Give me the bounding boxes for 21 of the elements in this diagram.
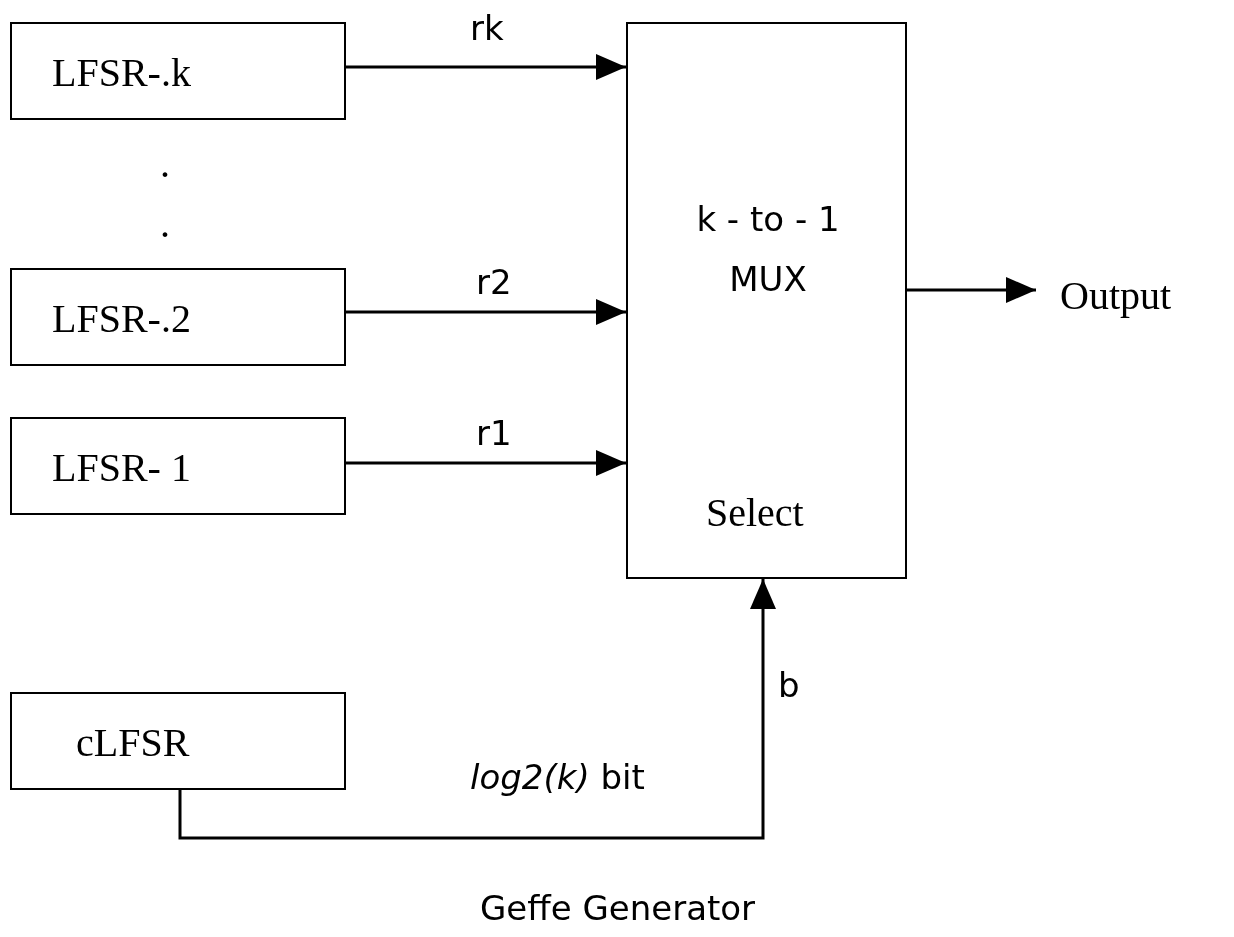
register-box — [10, 417, 346, 515]
register-label: cLFSR — [76, 719, 190, 766]
register-box — [10, 692, 346, 790]
bit-width-label: log2(k) bit — [470, 757, 645, 797]
caption: Geffe Generator — [480, 888, 756, 928]
multiplexer-block — [626, 22, 907, 579]
register-label: LFSR-.k — [52, 49, 191, 96]
arrow — [346, 450, 626, 476]
arrow — [178, 579, 776, 840]
register-box — [10, 22, 346, 120]
register-label: LFSR- 1 — [52, 444, 191, 491]
ellipsis-dot: . — [160, 200, 170, 247]
block-title: k - to - 1 MUX — [695, 198, 841, 301]
register-box — [10, 268, 346, 366]
select-label: Select — [706, 489, 804, 536]
register-label: LFSR-.2 — [52, 295, 191, 342]
arrow — [907, 277, 1036, 303]
arrow — [346, 299, 626, 325]
arrow — [346, 54, 626, 80]
output-label: Output — [1060, 272, 1172, 319]
ellipsis-dot: . — [160, 140, 170, 187]
